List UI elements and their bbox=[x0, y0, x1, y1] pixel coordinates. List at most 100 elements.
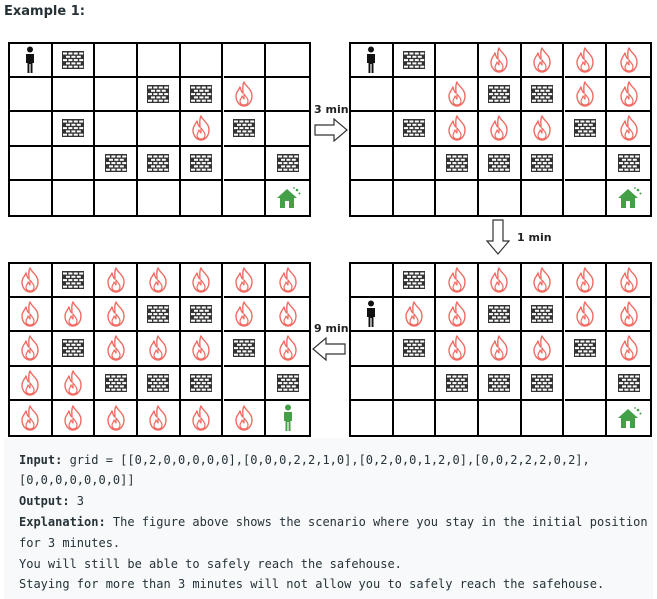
safehouse-icon bbox=[275, 186, 301, 210]
person-icon bbox=[23, 46, 37, 74]
grid-cell bbox=[393, 112, 437, 147]
wall-icon bbox=[276, 153, 299, 172]
fire-icon bbox=[19, 301, 41, 327]
grid-cell bbox=[607, 78, 650, 113]
grid-cell bbox=[522, 180, 565, 215]
grid-cell bbox=[10, 400, 53, 435]
grid-cell bbox=[393, 78, 437, 113]
grid-cell bbox=[607, 332, 650, 367]
fire-icon bbox=[618, 335, 640, 362]
grid-cell bbox=[138, 298, 181, 333]
fire-icon bbox=[446, 81, 468, 107]
wall-icon bbox=[488, 85, 511, 104]
grid-cell bbox=[223, 146, 267, 181]
grid-cell bbox=[607, 367, 650, 401]
wall-icon bbox=[62, 51, 85, 70]
grid-cell bbox=[436, 332, 480, 367]
grid-cell bbox=[52, 264, 96, 299]
fire-icon bbox=[618, 47, 640, 73]
grid-cell bbox=[564, 366, 608, 401]
fire-icon bbox=[488, 335, 510, 362]
grid-cell bbox=[223, 44, 267, 79]
wall-icon bbox=[531, 85, 554, 104]
explanation-line-1: Explanation: The figure above shows the … bbox=[19, 515, 648, 529]
grid-cell bbox=[180, 146, 224, 181]
grid-cell bbox=[393, 146, 437, 181]
fire-icon bbox=[105, 301, 127, 327]
wall-icon bbox=[403, 271, 426, 290]
grid-cell bbox=[351, 44, 394, 79]
grid-cell bbox=[607, 401, 650, 435]
grid-cell bbox=[138, 366, 181, 401]
grid-cell bbox=[10, 44, 53, 79]
example-title: Example 1: bbox=[4, 4, 85, 19]
grid-cell bbox=[138, 112, 181, 147]
wall-icon bbox=[617, 153, 640, 172]
grid-cell bbox=[180, 332, 224, 367]
wall-icon bbox=[190, 373, 213, 392]
wall-icon bbox=[488, 153, 511, 172]
wall-icon bbox=[573, 339, 596, 358]
wall-icon bbox=[104, 373, 127, 392]
safehouse-icon bbox=[616, 186, 642, 210]
grid-cell bbox=[564, 78, 608, 113]
wall-icon bbox=[573, 119, 596, 138]
grid-cell bbox=[351, 146, 394, 181]
grid-cell bbox=[565, 180, 608, 215]
grid-cell bbox=[479, 298, 522, 333]
grid-final bbox=[8, 262, 311, 437]
down-arrow-icon bbox=[486, 219, 510, 255]
wall-icon bbox=[190, 305, 213, 324]
grid-cell bbox=[10, 366, 53, 401]
grid-cell bbox=[223, 78, 267, 113]
grid-cell bbox=[564, 44, 608, 79]
grid-cell bbox=[479, 44, 522, 79]
person-icon bbox=[364, 46, 378, 74]
grid-cell bbox=[266, 78, 309, 113]
wall-icon bbox=[62, 339, 85, 358]
grid-cell bbox=[181, 400, 224, 435]
grid-cell bbox=[52, 44, 96, 79]
grid-cell bbox=[564, 146, 608, 181]
grid-cell bbox=[266, 332, 309, 367]
fire-icon bbox=[62, 301, 84, 327]
grid-cell bbox=[351, 298, 394, 333]
fire-icon bbox=[618, 301, 640, 327]
grid-cell bbox=[436, 146, 480, 181]
grid-cell bbox=[266, 264, 309, 299]
grid-cell bbox=[351, 264, 394, 299]
grid-cell bbox=[394, 400, 437, 435]
grid-cell bbox=[607, 44, 650, 79]
grid-cell bbox=[393, 298, 437, 333]
grid-cell bbox=[266, 112, 309, 147]
grid-cell bbox=[564, 298, 608, 333]
explanation-line-3: You will still be able to safely reach t… bbox=[19, 557, 402, 571]
grid-cell bbox=[223, 366, 267, 401]
fire-icon bbox=[147, 267, 169, 293]
fire-icon bbox=[488, 47, 510, 73]
grid-cell bbox=[266, 44, 309, 79]
grid-cell bbox=[479, 400, 522, 435]
input-line-1: Input: grid = [[0,2,0,0,0,0,0],[0,0,0,2,… bbox=[19, 453, 590, 467]
fire-icon bbox=[147, 405, 169, 431]
grid-cell bbox=[138, 400, 181, 435]
output-value: 3 bbox=[69, 494, 85, 508]
grid-cell bbox=[95, 180, 139, 215]
wall-icon bbox=[190, 85, 213, 104]
fire-icon bbox=[531, 47, 553, 73]
person-safe-icon bbox=[281, 404, 295, 432]
grid-cell bbox=[95, 44, 139, 79]
fire-icon bbox=[277, 267, 299, 293]
wall-icon bbox=[276, 373, 299, 392]
grid-cell bbox=[266, 367, 309, 401]
grid-cell bbox=[223, 298, 267, 333]
grid-cell bbox=[564, 264, 608, 299]
fire-icon bbox=[105, 335, 127, 362]
grid-cell bbox=[95, 400, 139, 435]
grid-cell bbox=[607, 147, 650, 181]
grid-cell bbox=[10, 264, 53, 299]
fire-icon bbox=[19, 369, 41, 396]
grid-cell bbox=[436, 112, 480, 147]
fire-icon bbox=[403, 301, 425, 327]
grid-cell bbox=[181, 180, 224, 215]
